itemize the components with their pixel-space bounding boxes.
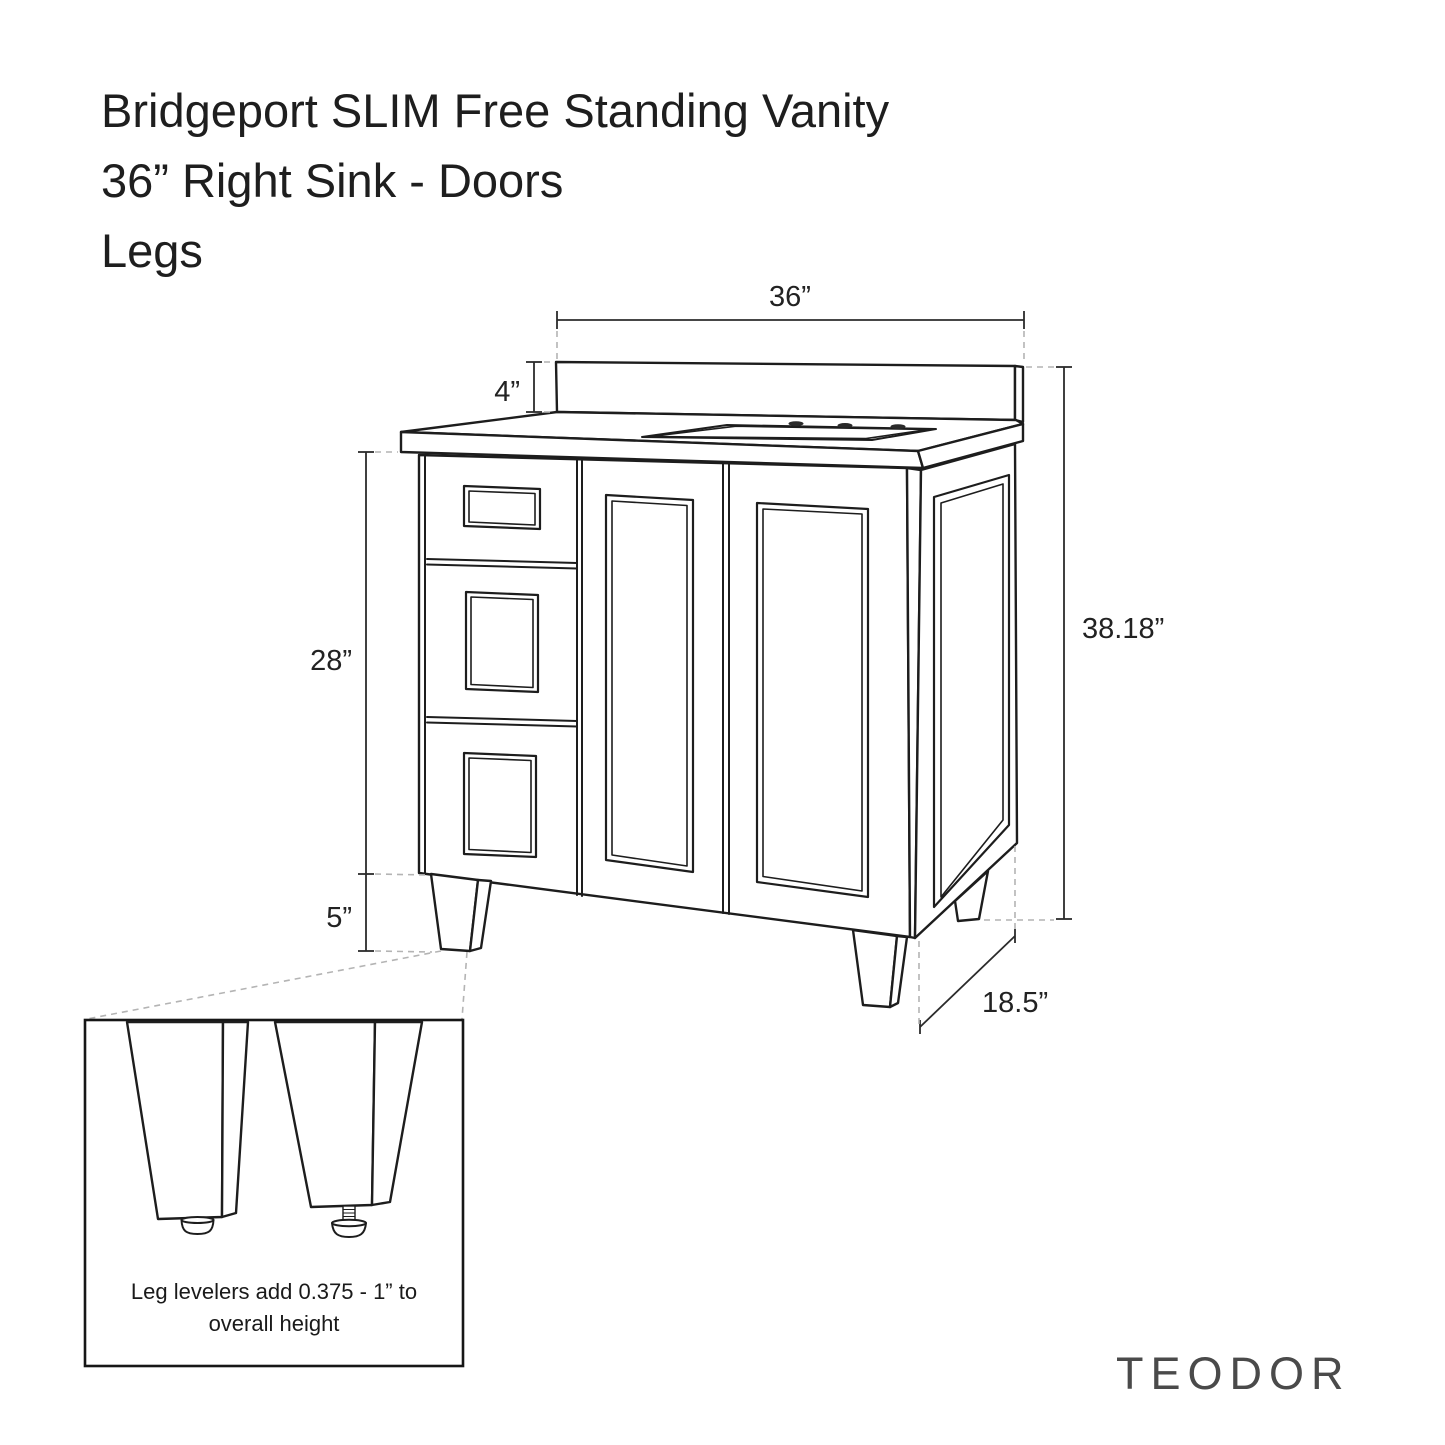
dim-label-cabinet-height: 28” <box>310 645 352 677</box>
faucet-hole <box>837 423 853 428</box>
dim-label-width: 36” <box>769 281 811 313</box>
title-line-2: 36” Right Sink - Doors <box>101 154 563 207</box>
dim-cabinet-height: 28” <box>310 451 429 876</box>
backsplash-end <box>1013 364 1025 424</box>
dim-backsplash-height: 4” <box>494 361 555 413</box>
drawer-bottom-panel <box>462 751 538 859</box>
dim-depth: 18.5” <box>918 846 1048 1034</box>
dimension-annotations: 36” 4” 28” 5” <box>310 281 1164 1034</box>
faucet-holes <box>788 421 906 429</box>
leg-leveler-inset: Leg levelers add 0.375 - 1” to overall h… <box>83 950 468 1368</box>
side-panel <box>932 473 1011 909</box>
inset-right-leg <box>273 1020 424 1238</box>
drawer-top-panel <box>462 484 542 531</box>
leveler-screw <box>342 1205 356 1222</box>
dim-label-leg-height: 5” <box>326 902 352 934</box>
door-right-panel <box>755 501 870 899</box>
drawer-rails <box>426 558 578 728</box>
dim-label-overall-height: 38.18” <box>1082 613 1164 645</box>
dim-overall-width: 36” <box>556 281 1025 363</box>
title-line-1: Bridgeport SLIM Free Standing Vanity <box>101 84 890 137</box>
leveler-foot <box>331 1218 367 1228</box>
legs <box>429 869 990 1009</box>
title-line-3: Legs <box>101 224 203 277</box>
backsplash <box>554 360 1025 424</box>
door-left-panel <box>604 493 695 874</box>
inset-caption-line-2: overall height <box>209 1311 340 1336</box>
drawer-middle-panel <box>464 590 540 694</box>
inset-left-leg <box>125 1020 250 1235</box>
vanity-drawing <box>399 360 1025 1009</box>
dim-label-backsplash: 4” <box>494 376 520 408</box>
faucet-hole <box>788 421 804 426</box>
rear-right-leg <box>953 869 990 923</box>
callout-line-right <box>461 951 468 1020</box>
brand-logo: TEODOR <box>1116 1348 1351 1399</box>
page-title: Bridgeport SLIM Free Standing Vanity 36”… <box>101 84 890 277</box>
faucet-hole <box>890 424 906 429</box>
callout-line-left <box>86 950 442 1020</box>
dim-leg-height: 5” <box>326 874 433 953</box>
dim-overall-height: 38.18” <box>984 366 1164 921</box>
inset-caption-line-1: Leg levelers add 0.375 - 1” to <box>131 1279 417 1304</box>
countertop-end-face <box>916 422 1025 470</box>
dim-label-depth: 18.5” <box>982 987 1048 1019</box>
countertop <box>399 410 1025 470</box>
sink <box>641 424 937 441</box>
cabinet <box>417 442 1019 940</box>
leveler-foot <box>180 1216 215 1224</box>
